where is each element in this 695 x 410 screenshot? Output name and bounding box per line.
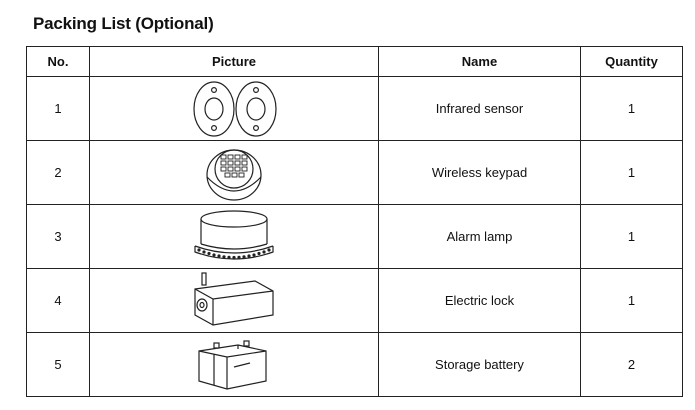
item-name: Storage battery — [378, 332, 581, 397]
picture-cell — [89, 204, 379, 269]
header-no: No. — [26, 46, 90, 77]
table-header-row: No. Picture Name Quantity — [26, 46, 683, 77]
item-name: Wireless keypad — [378, 140, 581, 205]
table-row: 2 Wireless keyp — [26, 140, 683, 205]
storage-battery-icon — [198, 339, 267, 390]
item-quantity: 1 — [580, 204, 683, 269]
item-quantity: 1 — [580, 140, 683, 205]
table-row: 4 Electric lock 1 — [26, 268, 683, 333]
row-number: 3 — [26, 204, 90, 269]
item-quantity: 1 — [580, 76, 683, 141]
packing-list-table: No. Picture Name Quantity 1 — [26, 46, 683, 397]
row-number: 4 — [26, 268, 90, 333]
item-name: Alarm lamp — [378, 204, 581, 269]
picture-cell — [89, 332, 379, 397]
row-number: 1 — [26, 76, 90, 141]
picture-cell — [89, 140, 379, 205]
header-name: Name — [378, 46, 581, 77]
row-number: 2 — [26, 140, 90, 205]
table-row: 5 Storage battery 2 — [26, 332, 683, 397]
item-quantity: 1 — [580, 268, 683, 333]
header-picture: Picture — [89, 46, 379, 77]
alarm-lamp-icon — [194, 209, 274, 260]
item-name: Electric lock — [378, 268, 581, 333]
item-name: Infrared sensor — [378, 76, 581, 141]
wireless-keypad-icon — [206, 148, 262, 201]
electric-lock-icon — [194, 271, 274, 326]
table-row: 1 Infrared sensor 1 — [26, 76, 683, 141]
page-title: Packing List (Optional) — [33, 14, 214, 33]
table-row: 3 Alarm lamp 1 — [26, 204, 683, 269]
header-quantity: Quantity — [580, 46, 683, 77]
infrared-sensor-icon — [193, 80, 277, 137]
item-quantity: 2 — [580, 332, 683, 397]
row-number: 5 — [26, 332, 90, 397]
picture-cell — [89, 268, 379, 333]
picture-cell — [89, 76, 379, 141]
